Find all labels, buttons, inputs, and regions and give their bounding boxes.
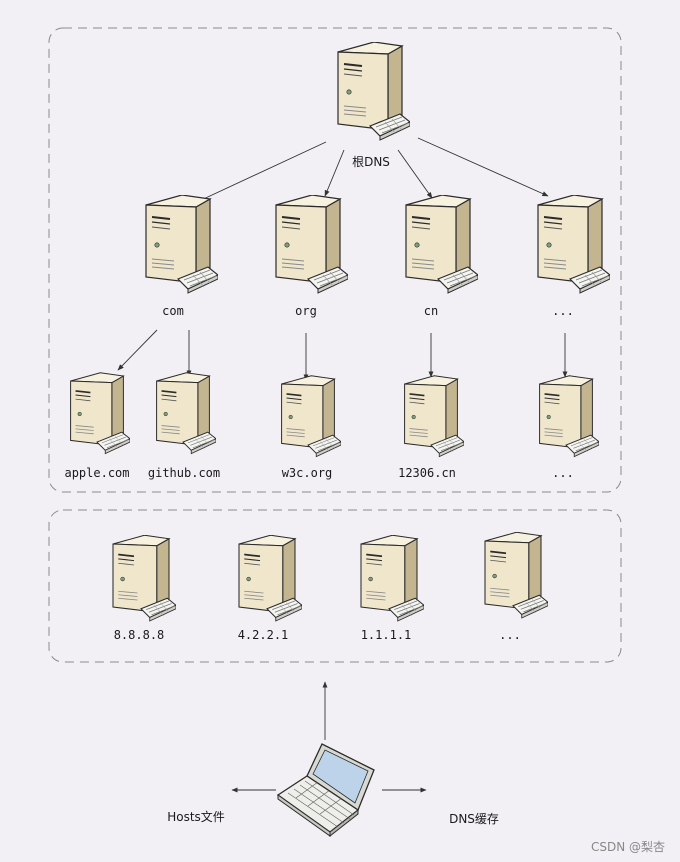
tld-server-com: com xyxy=(145,195,218,318)
tld-label: com xyxy=(162,304,184,318)
server-icon xyxy=(403,375,464,458)
domain-label: apple.com xyxy=(64,466,129,480)
resolver-more: ... xyxy=(484,532,548,642)
tld-server-more: ... xyxy=(537,195,610,318)
hosts-file-label: Hosts文件 xyxy=(167,809,225,824)
server-icon xyxy=(280,375,341,458)
tld-servers: com org cn ... xyxy=(145,195,610,318)
dns-cache-label: DNS缓存 xyxy=(449,812,499,826)
tld-server-cn: cn xyxy=(405,195,478,318)
resolver-label: 1.1.1.1 xyxy=(361,628,412,642)
hierarchy-group-border xyxy=(48,27,622,493)
server-icon xyxy=(537,195,610,294)
server-icon xyxy=(145,195,218,294)
server-icon xyxy=(337,42,410,141)
server-icon xyxy=(484,532,548,619)
resolver-label: 8.8.8.8 xyxy=(114,628,165,642)
domain-label: github.com xyxy=(148,466,220,480)
arrow-com-apple xyxy=(117,329,158,371)
resolver-label: 4.2.2.1 xyxy=(238,628,289,642)
server-icon xyxy=(155,372,216,455)
arrow-root-more xyxy=(417,137,549,197)
server-icon xyxy=(238,535,302,622)
server-icon xyxy=(275,195,348,294)
arrow-root-cn xyxy=(397,149,433,199)
domain-server-apple: apple.com xyxy=(64,372,130,480)
domain-server-more: ... xyxy=(538,375,599,480)
server-icon xyxy=(538,375,599,458)
resolver-1111: 1.1.1.1 xyxy=(360,535,424,642)
root-dns-server: 根DNS xyxy=(337,42,410,169)
resolver-8888: 8.8.8.8 xyxy=(112,535,176,642)
domain-server-w3c: w3c.org xyxy=(280,375,341,480)
resolver-label: ... xyxy=(499,628,521,642)
domain-label: 12306.cn xyxy=(398,466,456,480)
domain-server-12306: 12306.cn xyxy=(398,375,464,480)
tld-server-org: org xyxy=(275,195,348,318)
root-dns-label: 根DNS xyxy=(352,155,390,169)
arrows xyxy=(117,137,568,793)
domain-server-github: github.com xyxy=(148,372,220,480)
domain-label: w3c.org xyxy=(282,466,333,480)
domain-servers: apple.com github.com w3c.org 12306.cn ..… xyxy=(64,372,599,480)
server-icon xyxy=(69,372,130,455)
resolver-4221: 4.2.2.1 xyxy=(238,535,302,642)
tld-label: org xyxy=(295,304,317,318)
arrow-root-org xyxy=(324,149,345,197)
server-icon xyxy=(360,535,424,622)
laptop-icon xyxy=(276,743,375,838)
resolver-group-border xyxy=(48,509,622,663)
watermark: CSDN @梨杏 xyxy=(591,840,665,854)
client-laptop: Hosts文件 DNS缓存 xyxy=(167,743,499,838)
tld-label: cn xyxy=(424,304,438,318)
tld-label: ... xyxy=(552,304,574,318)
server-icon xyxy=(405,195,478,294)
server-icon xyxy=(112,535,176,622)
arrow-root-com xyxy=(196,141,327,203)
domain-label: ... xyxy=(552,466,574,480)
resolver-servers: 8.8.8.8 4.2.2.1 1.1.1.1 ... xyxy=(112,532,548,642)
